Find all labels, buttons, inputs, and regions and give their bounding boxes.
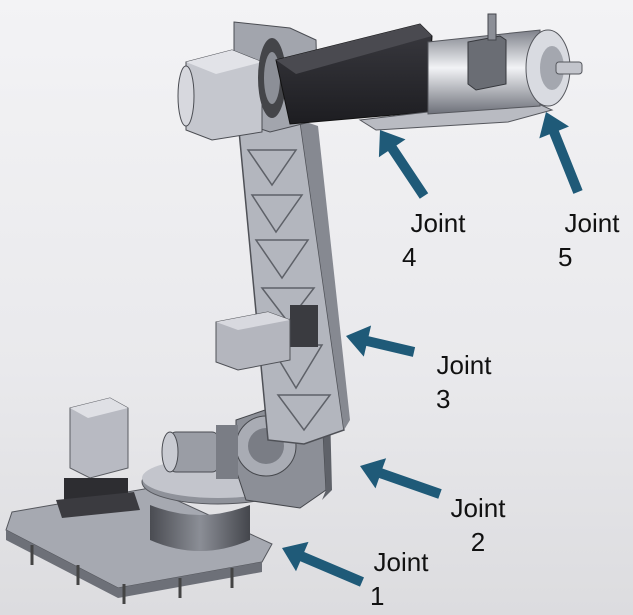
label-joint-3: Joint 3 bbox=[424, 348, 504, 416]
label-joint-1-word: Joint bbox=[373, 547, 429, 577]
label-joint-4-word: Joint bbox=[410, 208, 466, 238]
arrow-joint-3 bbox=[346, 325, 416, 357]
label-joint-1-number: 1 bbox=[370, 581, 385, 611]
label-joint-2: Joint 2 bbox=[438, 491, 518, 559]
label-joint-5-word: Joint bbox=[564, 208, 620, 238]
arrow-joint-1 bbox=[282, 541, 364, 587]
forearm bbox=[275, 23, 554, 131]
wrist-cylinder bbox=[427, 13, 583, 115]
label-joint-4: Joint 4 bbox=[398, 206, 478, 274]
label-joint-5: Joint 5 bbox=[552, 206, 632, 274]
label-joint-2-word: Joint bbox=[450, 493, 506, 523]
base-motor bbox=[56, 397, 140, 518]
label-joint-3-number: 3 bbox=[436, 384, 451, 414]
arrow-group bbox=[282, 112, 583, 587]
main-link bbox=[215, 119, 350, 445]
arrow-joint-4 bbox=[378, 130, 429, 199]
arrow-joint-5 bbox=[539, 112, 583, 194]
arrow-joint-2 bbox=[360, 458, 442, 499]
label-joint-4-number: 4 bbox=[402, 242, 417, 272]
label-joint-2-number: 2 bbox=[470, 527, 486, 557]
label-joint-5-number: 5 bbox=[558, 242, 573, 272]
label-joint-1: Joint 1 bbox=[366, 545, 436, 613]
label-joint-3-word: Joint bbox=[436, 350, 492, 380]
